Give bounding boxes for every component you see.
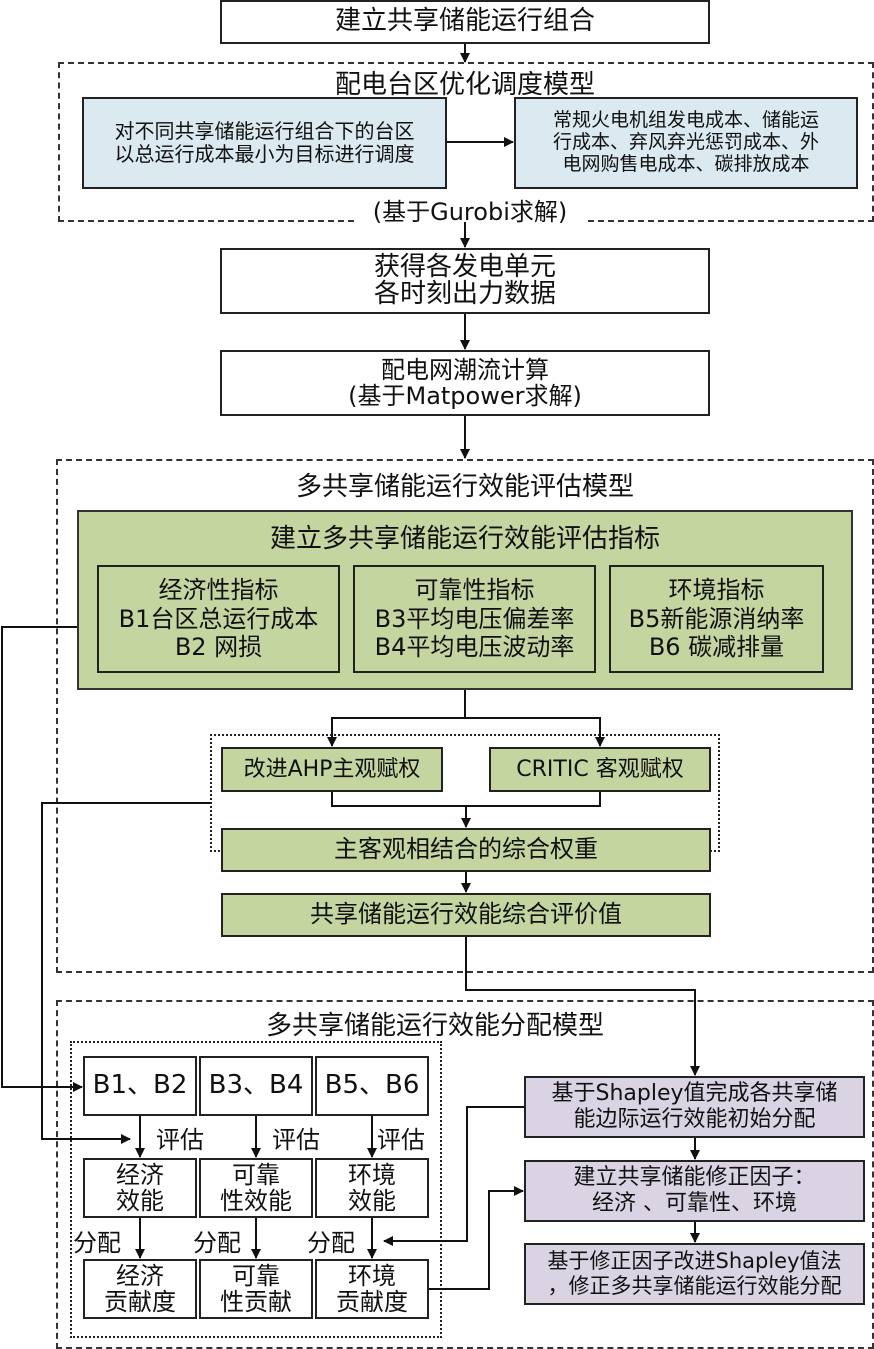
contribution-line: 环境 [348,1261,396,1290]
critic-weight-box: CRITIC 客观赋权 [489,747,711,792]
correction-factor-line: 经济 、可靠性、环境 [592,1191,797,1216]
evaluate-label: 评估 [377,1126,425,1154]
shapley-initial-line: 能边际运行效能初始分配 [573,1107,816,1132]
indicator-item: B6 碳减排量 [648,633,785,662]
reliability-indicator-box: 可靠性指标 B3平均电压偏差率 B4平均电压波动率 [353,565,596,673]
efficiency-line: 效能 [348,1187,396,1215]
correction-factor-line: 建立共享储能修正因子： [573,1164,816,1190]
cost-components-box: 常规火电机组发电成本、储能运 行成本、弃风弃光惩罚成本、外 电网购售电成本、碳排… [514,97,858,189]
power-flow-box: 配电网潮流计算 (基于Matpower求解) [220,350,710,416]
grid-indicator-b5-b6: B5、B6 [315,1056,429,1116]
indicator-item: B3平均电压偏差率 [374,604,575,633]
efficiency-line: 可靠 [232,1160,280,1189]
grid-indicator-b3-b4: B3、B4 [199,1056,313,1116]
composite-value-box: 共享储能运行效能综合评价值 [221,893,711,937]
contribution-line: 性贡献 [220,1288,292,1316]
objective-line: 对不同共享储能运行组合下的台区 [114,119,415,143]
cost-line: 行成本、弃风弃光惩罚成本、外 [552,131,819,154]
allocate-label: 分配 [73,1229,121,1257]
indicator-item: B2 网损 [174,633,263,662]
combined-weight-label: 主客观相结合的综合权重 [334,835,598,864]
indicator-group-title: 环境指标 [668,575,765,604]
correction-factor-box: 建立共享储能修正因子： 经济 、可靠性、环境 [524,1160,865,1222]
efficiency-line: 经济 [116,1160,164,1189]
allocate-label: 分配 [193,1229,241,1257]
evaluate-label: 评估 [156,1126,204,1154]
start-box-build-combination: 建立共享储能运行组合 [220,0,710,44]
grid-indicator-label: B1、B2 [92,1070,188,1101]
powerflow-line: (基于Matpower求解) [348,382,582,410]
efficiency-line: 环境 [348,1160,396,1189]
economic-efficiency-box: 经济 效能 [83,1158,197,1218]
reliability-efficiency-box: 可靠 性效能 [199,1158,313,1218]
grid-indicator-label: B3、B4 [208,1070,304,1101]
gurobi-solver-note: (基于Gurobi求解) [355,192,585,227]
ahp-weight-box: 改进AHP主观赋权 [221,747,443,792]
combined-weight-box: 主客观相结合的综合权重 [221,828,711,872]
indicator-group-title: 经济性指标 [158,575,279,604]
contribution-line: 贡献度 [104,1288,176,1316]
dispatch-model-title: 配电台区优化调度模型 [334,70,595,100]
shapley-initial-box: 基于Shapley值完成各共享储 能边际运行效能初始分配 [524,1076,865,1138]
economic-contribution-box: 经济 贡献度 [83,1259,197,1319]
allocation-model-title: 多共享储能运行效能分配模型 [265,1011,604,1041]
ahp-weight-label: 改进AHP主观赋权 [243,756,421,782]
generation-output-box: 获得各发电单元 各时刻出力数据 [220,248,710,314]
efficiency-line: 效能 [116,1187,164,1215]
shapley-initial-line: 基于Shapley值完成各共享储 [551,1080,838,1106]
contribution-line: 可靠 [232,1261,280,1290]
contribution-line: 经济 [116,1261,164,1290]
environment-indicator-box: 环境指标 B5新能源消纳率 B6 碳减排量 [609,565,824,673]
indicator-item: B4平均电压波动率 [374,633,575,662]
contribution-line: 贡献度 [336,1288,408,1316]
indicator-group-title: 可靠性指标 [414,575,535,604]
improved-shapley-line: 基于修正因子改进Shapley值法 [547,1248,842,1273]
cost-line: 电网购售电成本、碳排放成本 [562,152,810,175]
grid-indicator-label: B5、B6 [324,1070,420,1101]
evaluate-label: 评估 [272,1126,320,1154]
cost-line: 常规火电机组发电成本、储能运 [552,109,819,132]
objective-line: 以总运行成本最小为目标进行调度 [114,142,415,166]
composite-value-label: 共享储能运行效能综合评价值 [310,900,622,929]
indicator-item: B1台区总运行成本 [118,604,319,633]
grid-indicator-b1-b2: B1、B2 [83,1056,197,1116]
powerflow-line: 配电网潮流计算 [381,355,549,384]
environment-efficiency-box: 环境 效能 [315,1158,429,1218]
indicator-item: B5新能源消纳率 [628,604,805,633]
environment-contribution-box: 环境 贡献度 [315,1259,429,1319]
allocate-label: 分配 [307,1229,355,1257]
economic-indicator-box: 经济性指标 B1台区总运行成本 B2 网损 [97,565,340,673]
output-line: 获得各发电单元 [373,251,556,282]
improved-shapley-line: ，修正多共享储能运行效能分配 [547,1274,842,1298]
start-box-label: 建立共享储能运行组合 [334,6,595,37]
improved-shapley-box: 基于修正因子改进Shapley值法 ，修正多共享储能运行效能分配 [524,1243,865,1305]
output-line: 各时刻出力数据 [373,279,556,309]
efficiency-line: 性效能 [220,1187,292,1215]
critic-weight-label: CRITIC 客观赋权 [516,756,684,782]
dispatch-objective-box: 对不同共享储能运行组合下的台区 以总运行成本最小为目标进行调度 [82,97,447,189]
indicator-panel-title: 建立多共享储能运行效能评估指标 [269,524,660,554]
reliability-contribution-box: 可靠 性贡献 [199,1259,313,1319]
evaluation-model-title: 多共享储能运行效能评估模型 [295,472,634,502]
